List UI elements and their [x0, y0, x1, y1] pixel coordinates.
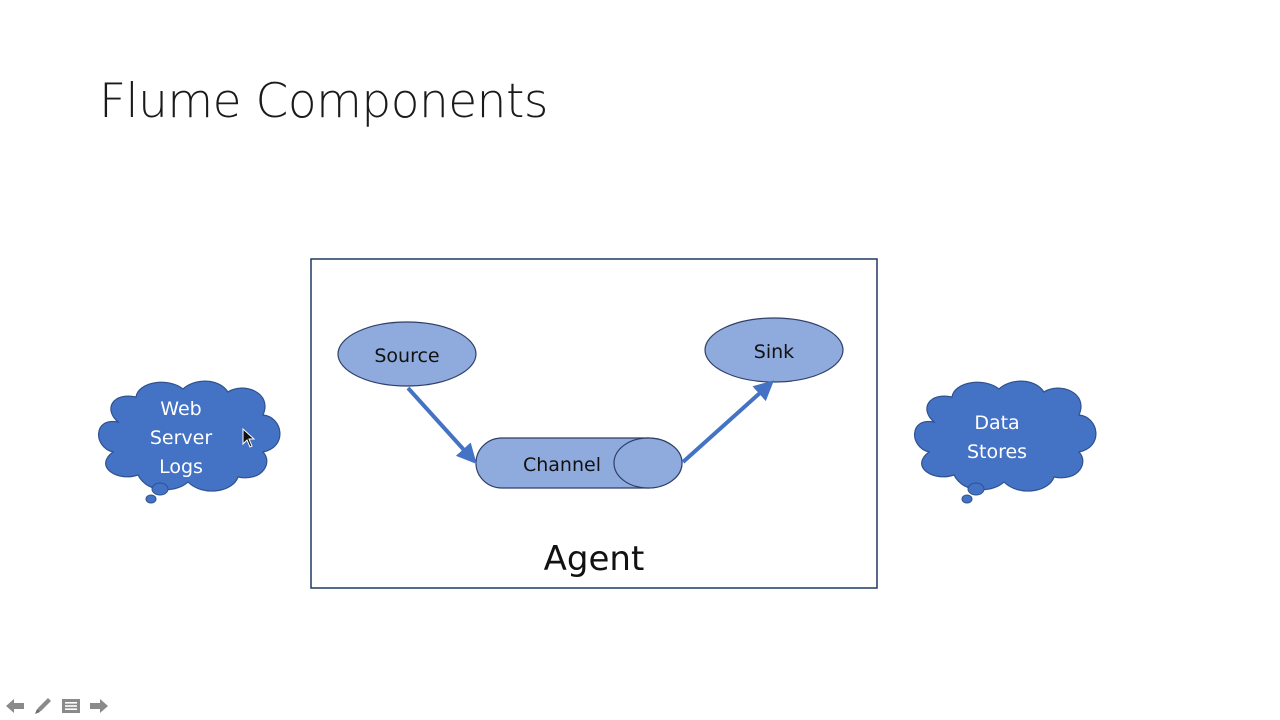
sink-node — [704, 317, 844, 383]
slide-title: Flume Components — [99, 74, 548, 129]
web-server-logs-line-3: Logs — [159, 456, 203, 478]
slideshow-navigation — [4, 695, 110, 717]
data-stores-line-1: Data — [974, 412, 1019, 434]
web-server-logs-line-1: Web — [160, 398, 201, 420]
sink-label: Sink — [754, 341, 794, 363]
source-node — [337, 321, 477, 387]
source-to-channel-arrow — [406, 386, 477, 464]
channel-to-sink-arrow — [681, 380, 774, 464]
arrow-left-icon — [6, 699, 24, 713]
slides-menu-button[interactable] — [60, 695, 82, 717]
data-stores-line-2: Stores — [967, 441, 1027, 463]
slides-menu-icon — [62, 699, 80, 713]
pen-icon — [35, 698, 51, 714]
agent-box — [310, 258, 878, 589]
next-slide-button[interactable] — [88, 695, 110, 717]
channel-label: Channel — [523, 454, 601, 476]
previous-slide-button[interactable] — [4, 695, 26, 717]
data-stores-cloud — [913, 380, 1097, 504]
pen-tool-button[interactable] — [32, 695, 54, 717]
arrow-right-icon — [90, 699, 108, 713]
channel-node — [475, 437, 683, 489]
web-server-logs-cloud — [97, 380, 281, 504]
source-label: Source — [374, 345, 439, 367]
agent-label: Agent — [544, 539, 645, 579]
web-server-logs-line-2: Server — [150, 427, 212, 449]
